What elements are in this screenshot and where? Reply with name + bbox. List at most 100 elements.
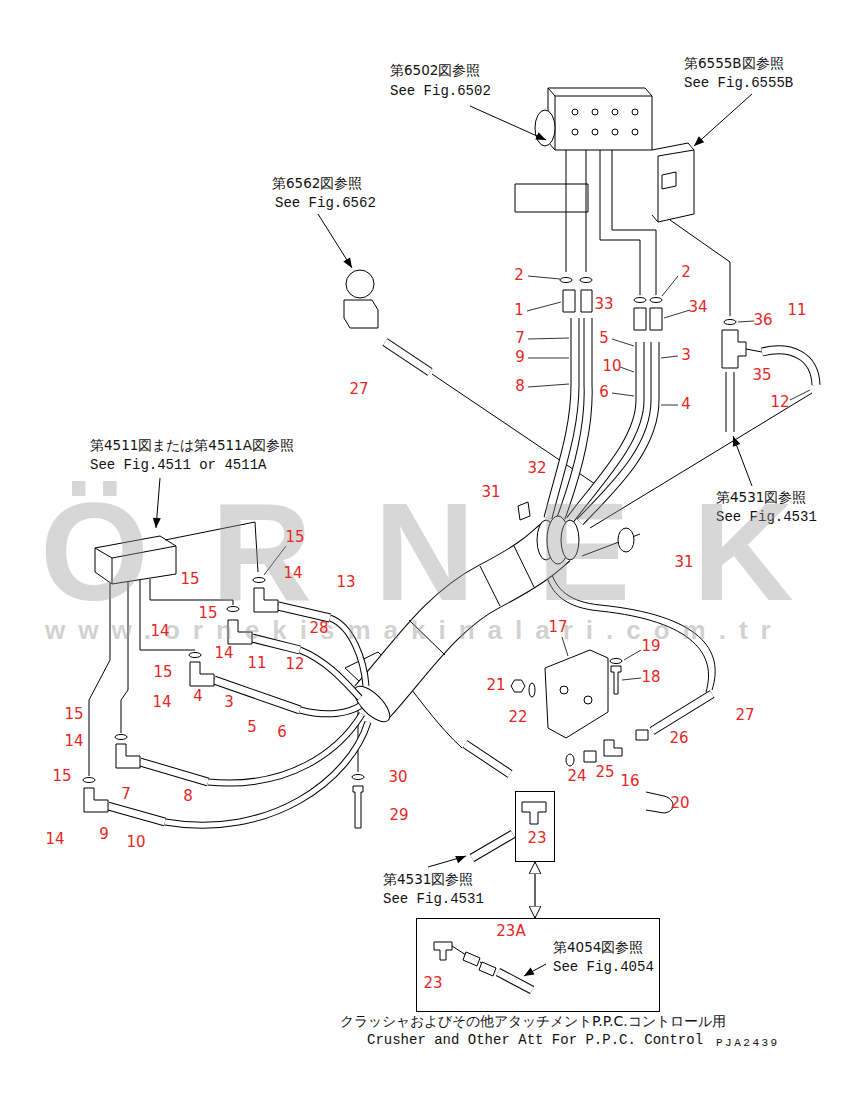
reference-note: 第4054図参照 bbox=[553, 940, 643, 956]
washer bbox=[610, 659, 622, 664]
washer bbox=[529, 683, 535, 697]
callout-number: 1 bbox=[514, 302, 524, 319]
callout-number: 15 bbox=[285, 529, 304, 546]
callout-number: 17 bbox=[548, 619, 567, 636]
port bbox=[592, 129, 598, 135]
reference-note: See Fig.6555B bbox=[684, 75, 793, 91]
reference-note: 第4531図参照 bbox=[383, 872, 473, 888]
callout-number: 10 bbox=[126, 834, 145, 851]
reference-note: 第4511図または第4511A図参照 bbox=[90, 438, 294, 454]
clamp-ring bbox=[618, 528, 634, 552]
callout-number: 14 bbox=[152, 694, 171, 711]
callout-number: 27 bbox=[735, 707, 754, 724]
callout-number: 8 bbox=[183, 788, 193, 805]
callout-number: 33 bbox=[594, 296, 613, 313]
bolt bbox=[611, 666, 621, 694]
callout-number: 35 bbox=[752, 367, 771, 384]
callout-number: 23A bbox=[496, 923, 525, 940]
callout-number: 19 bbox=[641, 638, 660, 655]
bracket-plate bbox=[545, 650, 608, 738]
callout-number: 15 bbox=[180, 571, 199, 588]
washer bbox=[634, 298, 646, 303]
callout-number: 15 bbox=[52, 768, 71, 785]
callout-number: 10 bbox=[602, 358, 621, 375]
washer bbox=[83, 778, 95, 783]
reference-note: 第6555B図参照 bbox=[684, 56, 784, 72]
outline-lines bbox=[89, 88, 812, 963]
detail-box: 23 bbox=[515, 791, 555, 862]
callout-number: 5 bbox=[599, 330, 609, 347]
callout-number: 15 bbox=[153, 664, 172, 681]
callout-number: 12 bbox=[770, 394, 789, 411]
callout-number: 28 bbox=[309, 620, 328, 637]
callout-number: 21 bbox=[486, 677, 505, 694]
reference-note: See Fig.4054 bbox=[553, 959, 654, 975]
callout-number: 3 bbox=[681, 347, 691, 364]
swivel-ring bbox=[561, 520, 579, 560]
washer bbox=[115, 735, 127, 740]
washer bbox=[580, 278, 592, 283]
bracket-hole bbox=[560, 686, 568, 694]
hose-line-outline bbox=[165, 618, 368, 825]
callout-number: 11 bbox=[247, 655, 266, 672]
reference-note: See Fig.4531 bbox=[716, 509, 817, 525]
callout-number: 8 bbox=[515, 378, 525, 395]
boom-pipe-body bbox=[372, 542, 556, 702]
callout-number: 6 bbox=[599, 384, 609, 401]
reference-note: 第6562図参照 bbox=[272, 176, 362, 192]
valve-head bbox=[346, 270, 374, 298]
boom-pipe-outline bbox=[372, 542, 556, 702]
callout-number: 14 bbox=[64, 733, 83, 750]
callout-number: 14 bbox=[283, 565, 302, 582]
washer bbox=[560, 278, 572, 283]
arrowheads bbox=[153, 132, 741, 976]
port bbox=[612, 109, 618, 115]
callout-number: 4 bbox=[681, 396, 691, 413]
washer bbox=[650, 298, 662, 303]
callout-number: 6 bbox=[277, 724, 287, 741]
callout-number: 26 bbox=[669, 730, 688, 747]
reference-note: See Fig.4511 or 4511A bbox=[90, 457, 266, 473]
washer bbox=[253, 578, 265, 583]
callout-number: 5 bbox=[247, 719, 257, 736]
callout-number: 34 bbox=[688, 299, 707, 316]
bracket-hole bbox=[584, 696, 592, 704]
block-cylinder bbox=[535, 110, 555, 146]
callout-number: 14 bbox=[45, 831, 64, 848]
callout-number: 9 bbox=[99, 826, 109, 843]
callout-number: 16 bbox=[620, 773, 639, 790]
washer bbox=[189, 653, 201, 658]
reference-arrows bbox=[156, 94, 752, 976]
clamp-flag bbox=[518, 502, 530, 520]
callout-number: 30 bbox=[388, 769, 407, 786]
washer bbox=[352, 775, 364, 780]
port bbox=[592, 109, 598, 115]
hose-line-body bbox=[165, 618, 368, 825]
callout-number: 2 bbox=[681, 264, 691, 281]
callout-number: 11 bbox=[787, 302, 806, 319]
callout-number: 24 bbox=[567, 768, 586, 785]
callout-number: 13 bbox=[336, 574, 355, 591]
callout-number: 4 bbox=[193, 688, 203, 705]
callout-number: 31 bbox=[674, 554, 693, 571]
pipe-bands bbox=[409, 546, 534, 655]
callout-number: 27 bbox=[349, 381, 368, 398]
u-bolt bbox=[646, 792, 673, 813]
port bbox=[632, 109, 638, 115]
elbow-fittings bbox=[84, 588, 278, 812]
callout-number: 14 bbox=[150, 623, 169, 640]
port bbox=[572, 109, 578, 115]
tee-fitting bbox=[522, 802, 546, 824]
bolt bbox=[353, 786, 363, 828]
reference-note: 第6502図参照 bbox=[390, 63, 480, 79]
port bbox=[632, 129, 638, 135]
callout-number: 23 bbox=[423, 975, 442, 992]
callout-number: 36 bbox=[753, 312, 772, 329]
callout-number: 18 bbox=[641, 669, 660, 686]
leader-lines bbox=[264, 276, 810, 680]
nut bbox=[511, 680, 525, 692]
connector-arrow bbox=[534, 862, 535, 918]
